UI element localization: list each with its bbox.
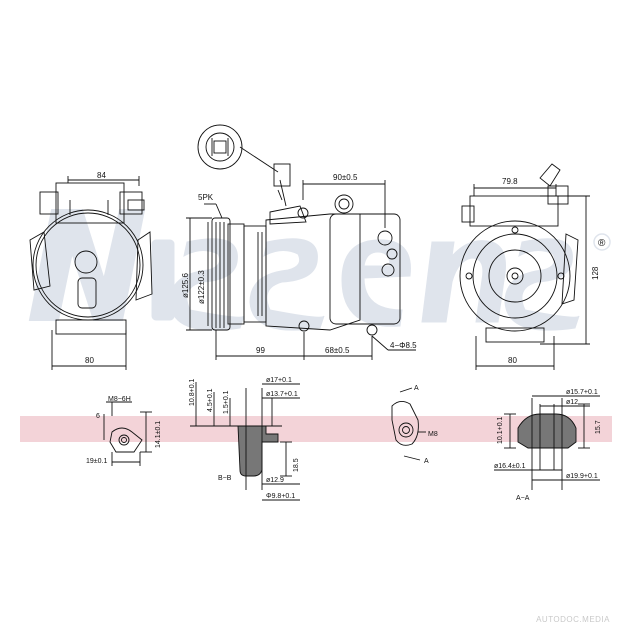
side-view — [186, 124, 416, 360]
bb-dim-c: 1.5+0.1 — [223, 390, 230, 414]
port-thread: M8 — [428, 431, 438, 438]
side-dim-holes: 4−Φ8.5 — [390, 341, 417, 350]
bb-section-label: B−B — [218, 475, 232, 482]
bb-dim-dia3: ø12.9 — [266, 477, 284, 484]
bb-dim-b: 4.5+0.1 — [207, 388, 214, 412]
front-view — [29, 176, 153, 370]
aa-dim-dia4: ø19.9+0.1 — [566, 473, 598, 480]
side-belt-label: 5PK — [198, 193, 214, 202]
bb-dim-dia2: ø13.7+0.1 — [266, 391, 298, 398]
mount-thread: M8−6H — [108, 396, 131, 403]
front-dim-bottom: 80 — [85, 356, 94, 365]
rear-dim-right: 128 — [591, 266, 600, 280]
detail-section-aa — [494, 395, 600, 490]
detail-mount — [103, 401, 152, 466]
bb-dim-a: 10.8+0.1 — [189, 378, 196, 406]
aa-dim-left: 10.1+0.1 — [497, 416, 504, 444]
aa-dim-dia3: ø16.4±0.1 — [494, 463, 526, 470]
detail-port — [391, 387, 426, 461]
side-dim-bottom-left: 99 — [256, 346, 265, 355]
front-dim-top: 84 — [97, 171, 106, 180]
port-marker-top: A — [414, 385, 419, 392]
bb-dim-dia1: ø17+0.1 — [266, 377, 292, 384]
side-dim-top: 90±0.5 — [333, 173, 358, 182]
aa-dim-dia2: ø12 — [566, 399, 578, 406]
footer-site: AUTODOC.MEDIA — [536, 615, 610, 624]
bb-dim-dia4: Φ9.8+0.1 — [266, 493, 295, 500]
side-dim-bottom-right: 68±0.5 — [325, 346, 350, 355]
aa-dim-right: 15.7 — [595, 420, 602, 434]
mount-dim-right: 14.1±0.1 — [155, 421, 162, 448]
rear-view — [459, 163, 590, 370]
aa-dim-dia1: ø15.7+0.1 — [566, 389, 598, 396]
side-dim-dia-outer: ø125.6 — [181, 273, 190, 298]
port-marker-bottom: A — [424, 458, 429, 465]
aa-section-label: A−A — [516, 495, 530, 502]
rear-dim-bottom: 80 — [508, 356, 517, 365]
mount-dim-bottom: 19±0.1 — [86, 458, 107, 465]
side-dim-dia-inner: ø122±0.3 — [197, 270, 206, 304]
detail-section-bb — [190, 382, 300, 501]
band-stripe — [20, 416, 612, 442]
bb-dim-height: 18.5 — [293, 458, 300, 472]
rear-dim-top: 79.8 — [502, 177, 518, 186]
mount-dim-left: 6 — [96, 413, 100, 420]
